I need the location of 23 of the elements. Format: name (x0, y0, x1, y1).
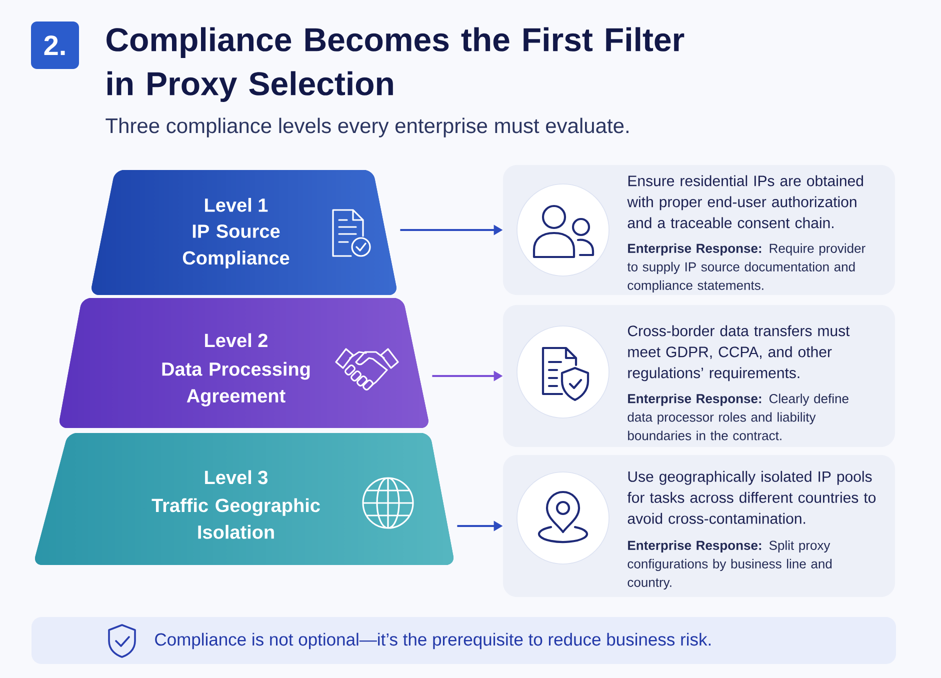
response-text: Enterprise Response: Split proxy configurations by business line and country. (628, 540, 832, 590)
subtitle: Three compliance levels every enterprise must evaluate. (106, 118, 628, 138)
description-text: Use geographically isolated IP pools for tasks across different countries to avoid cross-contamination. (627, 470, 876, 524)
pyramid-level (60, 298, 428, 428)
level-title: Data Processing Agreement (162, 362, 310, 406)
level-number: Level 2 (205, 333, 268, 348)
response-text: Enterprise Response: Clearly define data processor roles and liability boundaries in the contract. (628, 394, 848, 440)
number-badge: 2. (31, 22, 79, 69)
level-number: Level 1 (205, 198, 268, 212)
level-title: IP Source Compliance (182, 224, 290, 268)
note-banner (32, 617, 896, 664)
info-card (503, 305, 895, 447)
description-text: Ensure residential IPs are obtained with proper end-user authorization and a traceable consent chain. (627, 175, 863, 228)
info-card (503, 165, 895, 295)
level-number: Level 3 (205, 470, 268, 484)
level-title: Traffic Geographic Isolation (152, 498, 320, 539)
pyramid-level (92, 170, 396, 295)
description-text: Cross-border data transfers must meet GDPR, CCPA, and other regulations’ requirements. (628, 325, 850, 382)
response-text: Enterprise Response: Require provider to supply IP source documentation and compliance statements. (627, 243, 866, 293)
note-text: Compliance is not optional—it’s the prerequisite to reduce business risk. (155, 632, 711, 650)
pyramid-level (35, 433, 454, 565)
info-card (503, 455, 895, 597)
title: Compliance Becomes the First Filter in Proxy Selection (106, 27, 684, 102)
